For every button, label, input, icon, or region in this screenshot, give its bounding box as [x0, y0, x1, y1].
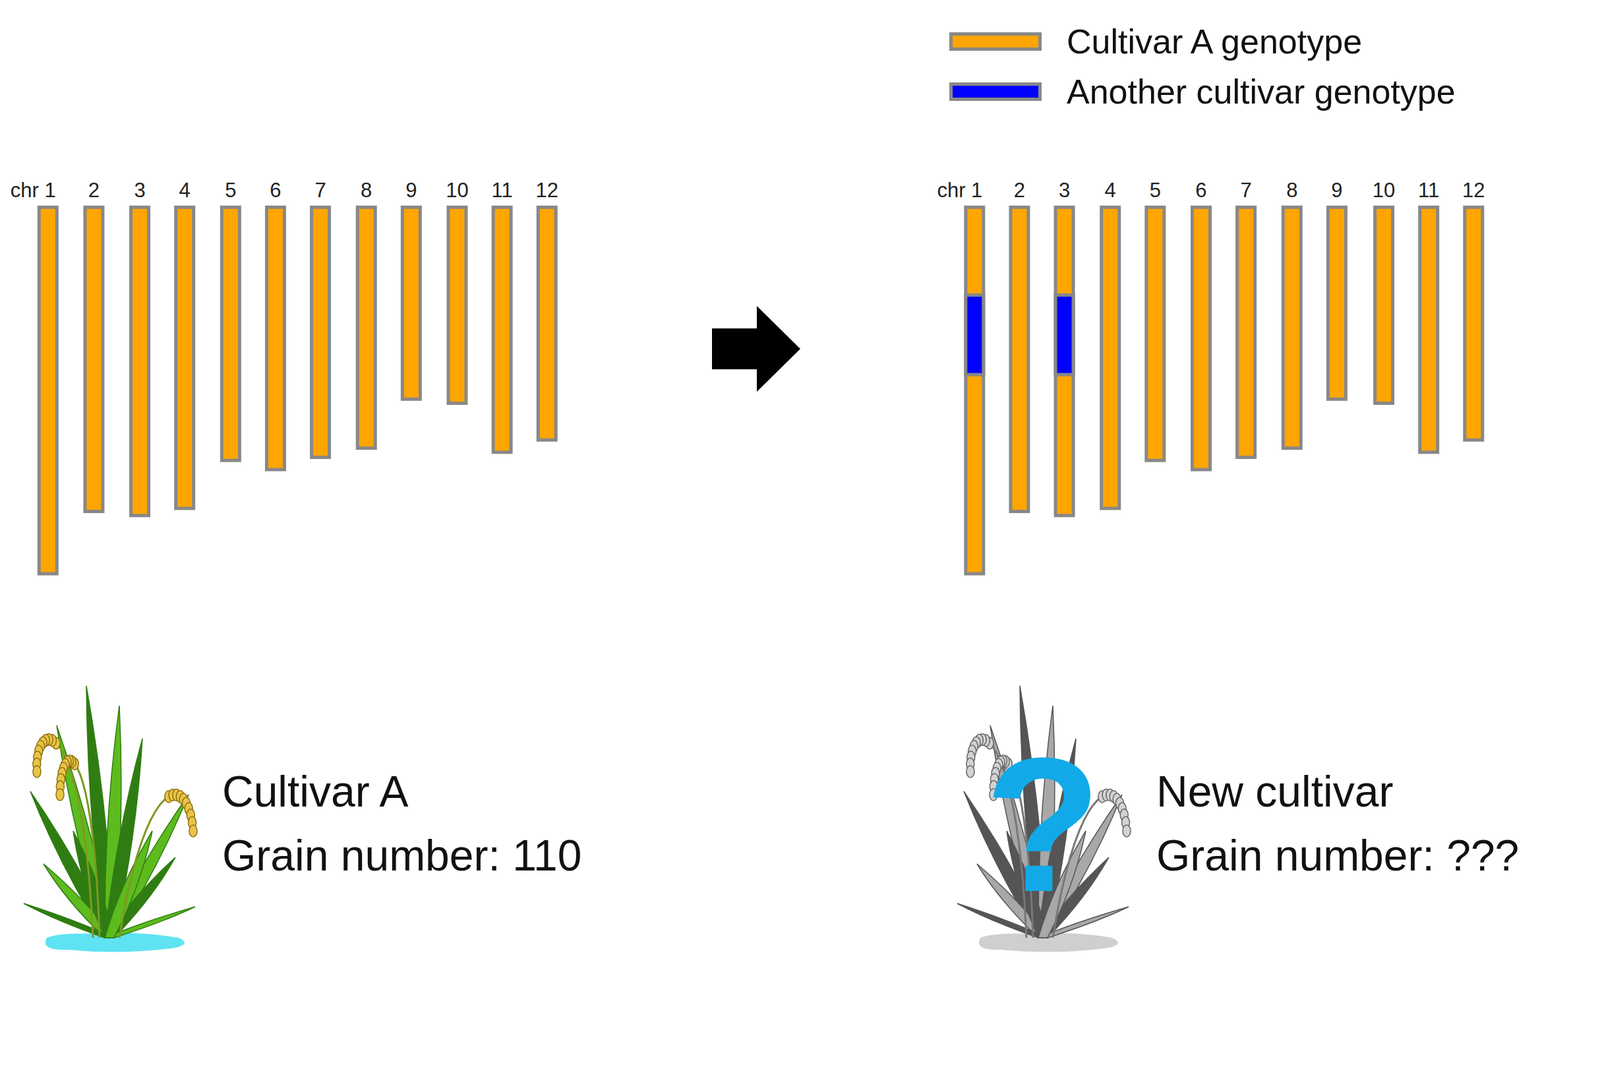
chromosome-label: 5: [224, 179, 237, 201]
legend-swatch: [949, 32, 1042, 51]
new-cultivar-chromosomes: [965, 207, 1483, 574]
chromosome-label: 8: [360, 179, 372, 201]
chromosome-label: 10: [1372, 179, 1395, 201]
chromosome-bar: [1055, 207, 1074, 515]
chromosome-bar: [1237, 207, 1256, 457]
unknown-mark: ?: [984, 728, 1101, 920]
chromosome-bar: [1101, 207, 1120, 509]
chromosome-bar: [493, 207, 511, 453]
rice-grain: [189, 824, 198, 837]
panicle-stem: [119, 795, 194, 938]
chromosome-label: 9: [1331, 179, 1343, 201]
rice-grain: [1122, 824, 1131, 837]
chromosome-bar: [311, 207, 330, 457]
chromosome-label: 11: [491, 179, 513, 201]
chromosome-label: 7: [1240, 179, 1252, 201]
rice-plant-color: [23, 685, 198, 952]
chromosome-label: 5: [1149, 179, 1161, 201]
chromosome-label: 4: [1104, 179, 1117, 201]
legend-swatch: [949, 82, 1042, 101]
chromosome-bar: [402, 207, 420, 399]
chromosome-bar: [1420, 207, 1438, 453]
legend-text: Another cultivar genotype: [1066, 74, 1456, 109]
cultivar-a-chromosomes: [38, 207, 556, 574]
chromosome-bar: [1375, 207, 1393, 403]
chromosome-bar: [1464, 207, 1483, 440]
chromosome-label: 7: [314, 179, 326, 201]
chromosome-label: chr 1: [10, 179, 57, 201]
rice-plant-grey: [957, 685, 1131, 952]
chromosome-bar: [85, 207, 103, 511]
chromosome-label: 3: [1058, 179, 1070, 201]
panicle-stem: [36, 739, 93, 938]
chromosome-bar: [266, 207, 285, 470]
cultivar-name: Cultivar A: [222, 769, 409, 813]
introgression-segment: [1055, 294, 1074, 375]
chromosome-label: chr 1: [936, 179, 983, 201]
legend-text: Cultivar A genotype: [1066, 24, 1363, 59]
chromosome-label: 8: [1286, 179, 1298, 201]
rice-grain: [56, 788, 64, 801]
chromosome-label: 9: [405, 179, 417, 201]
chromosome-label: 2: [88, 179, 100, 201]
chromosome-bar: [357, 207, 376, 448]
chromosome-bar: [176, 207, 194, 509]
chromosome-bar: [1146, 207, 1165, 461]
chromosome-bar: [965, 207, 984, 574]
grain-number: Grain number: 110: [222, 833, 582, 877]
chromosome-bar: [221, 207, 240, 461]
rice-grain: [966, 765, 975, 778]
cultivar-name: New cultivar: [1156, 769, 1393, 813]
chromosome-bar: [38, 207, 57, 574]
panicle-stem: [59, 760, 100, 938]
chromosome-label: 12: [1462, 179, 1485, 201]
chromosome-label: 6: [269, 179, 281, 201]
chromosome-bar: [537, 207, 556, 440]
chromosome-label: 6: [1195, 179, 1207, 201]
chromosome-bar: [1191, 207, 1210, 470]
chromosome-bar: [448, 207, 467, 403]
chromosome-label: 11: [1418, 179, 1440, 201]
grain-number: Grain number: ???: [1156, 833, 1519, 877]
chromosome-bar: [1010, 207, 1029, 511]
chromosome-label: 2: [1013, 179, 1026, 201]
chromosome-label: 3: [133, 179, 146, 201]
plant-leaf: [104, 830, 153, 938]
chromosome-bar: [1327, 207, 1346, 399]
chromosome-bar: [131, 207, 149, 515]
chromosome-label: 10: [445, 179, 469, 201]
introgression-segment: [965, 294, 984, 375]
chromosome-label: 12: [535, 179, 558, 201]
chromosome-label: 4: [179, 179, 191, 201]
transition-arrow: [711, 305, 801, 392]
chromosome-bar: [1282, 207, 1301, 448]
plant-leaf: [104, 794, 189, 938]
rice-grain: [32, 765, 41, 778]
